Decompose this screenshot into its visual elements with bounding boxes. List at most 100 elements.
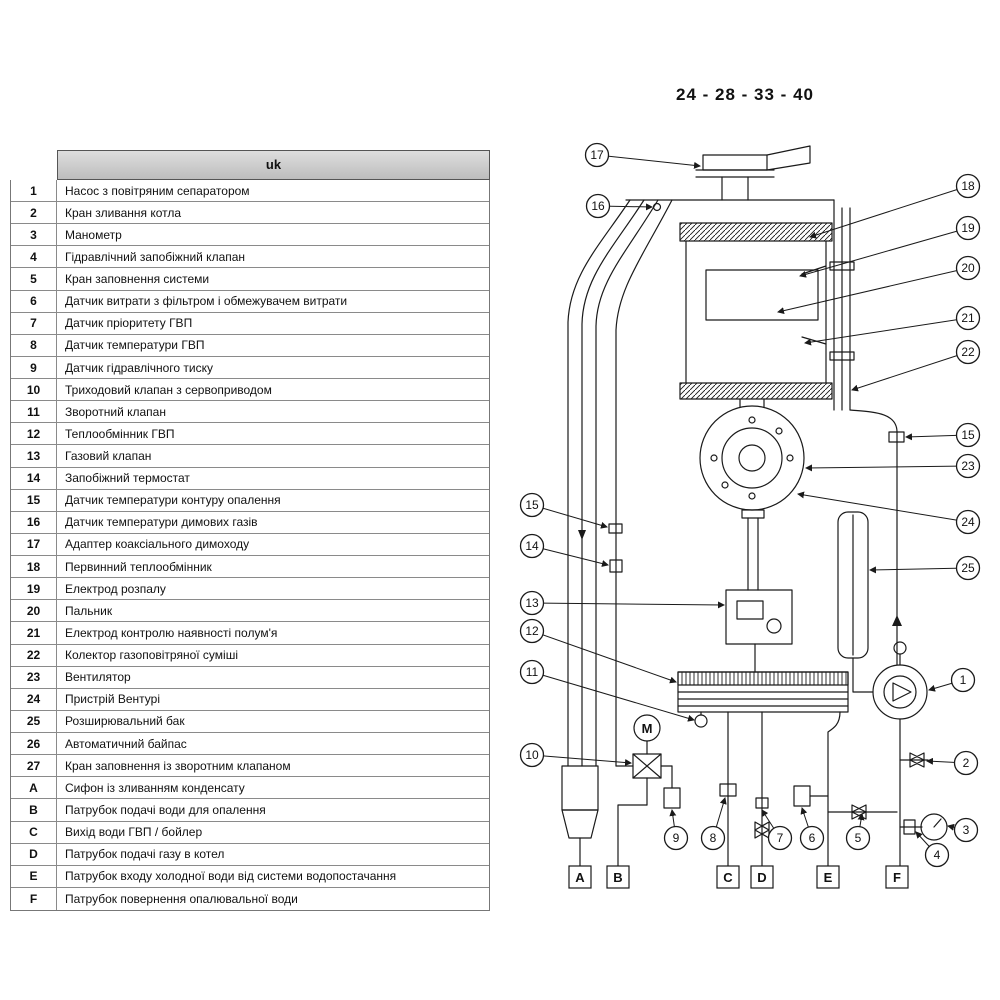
boiler-diagram: 24 - 28 - 33 - 40 [500, 60, 1000, 940]
part-number: 7 [11, 312, 57, 334]
port-B: B [606, 865, 630, 889]
motor-label: M [642, 721, 653, 736]
callout-bubble [584, 142, 610, 168]
callout-number: 21 [961, 311, 975, 325]
part-name: Кран зливання котла [65, 205, 182, 220]
part-number: 21 [11, 622, 57, 644]
callout-bubble [519, 590, 545, 616]
callout-15: 15 [519, 492, 608, 529]
part-number: 5 [11, 268, 57, 290]
part-number: 11 [11, 401, 57, 423]
part-name: Патрубок повернення опалювальної води [65, 891, 298, 906]
part-number: B [11, 799, 57, 821]
boiler-artwork [561, 145, 948, 867]
table-row: B Патрубок подачі води для опалення [11, 799, 489, 822]
callout-14: 14 [519, 533, 609, 567]
burner [705, 269, 819, 321]
flue-adapter [695, 145, 811, 201]
port-letter: E [824, 870, 833, 885]
part-number: 4 [11, 246, 57, 268]
part-name: Розширювальний бак [65, 714, 185, 729]
callout-number: 5 [855, 831, 862, 845]
flame-electrode [801, 336, 827, 345]
part-name: Колектор газоповітряної суміші [65, 648, 238, 663]
part-name: Зворотний клапан [65, 404, 166, 419]
callout-15: 15 [905, 422, 981, 448]
part-name: Датчик гідравлічного тиску [65, 360, 213, 375]
callout-number: 11 [526, 665, 539, 679]
callout-number: 16 [591, 199, 605, 213]
callout-1: 1 [928, 667, 976, 693]
callout-number: 13 [525, 596, 539, 610]
port-A: A [568, 865, 592, 889]
part-number: 23 [11, 666, 57, 688]
callout-21: 21 [804, 305, 981, 346]
hydraulic-pressure-sensor [660, 765, 681, 809]
callout-10: 10 [519, 742, 632, 768]
callout-bubble [519, 659, 545, 685]
part-name: Сифон із зливанням конденсату [65, 780, 245, 795]
callout-number: 4 [934, 848, 941, 862]
callout-23: 23 [805, 453, 981, 479]
callout-bubble [955, 509, 981, 535]
callout-3: 3 [947, 817, 979, 843]
manometer-group [899, 813, 948, 841]
callout-number: 17 [590, 148, 604, 162]
part-number: 10 [11, 379, 57, 401]
part-name: Манометр [65, 227, 122, 242]
callout-bubble [955, 453, 981, 479]
callout-number: 9 [673, 831, 680, 845]
part-name: Датчик пріоритету ГВП [65, 316, 193, 331]
table-row: 4 Гідравлічний запобіжний клапан [11, 246, 489, 269]
part-number: 20 [11, 600, 57, 622]
drain-cock [899, 752, 929, 768]
condensate-siphon [561, 765, 599, 867]
part-name: Датчик витрати з фільтром і обмежувачем … [65, 294, 348, 309]
part-number: 16 [11, 511, 57, 533]
part-number: 1 [11, 180, 57, 202]
part-name: Запобіжний термостат [65, 471, 190, 486]
callout-9: 9 [663, 809, 689, 851]
part-number: 6 [11, 290, 57, 312]
part-name: Гідравлічний запобіжний клапан [65, 249, 246, 264]
part-name: Кран заповнення із зворотним клапаном [65, 758, 291, 773]
callout-24: 24 [797, 491, 981, 535]
part-number: 22 [11, 644, 57, 666]
part-name: Газовий клапан [65, 449, 152, 463]
part-number: 8 [11, 334, 57, 356]
callout-17: 17 [584, 142, 701, 169]
callout-bubble [845, 825, 871, 851]
port-E: E [816, 865, 840, 889]
diagram-title: 24 - 28 - 33 - 40 [676, 85, 814, 104]
callout-20: 20 [777, 255, 981, 315]
table-row: 20 Пальник [11, 600, 489, 623]
callout-bubble [955, 215, 981, 241]
callout-22: 22 [851, 339, 981, 392]
part-name: Пальник [65, 603, 113, 618]
gas-pipe [754, 711, 770, 867]
callout-number: 23 [961, 459, 975, 473]
callout-bubble [955, 339, 981, 365]
part-name: Патрубок подачі води для опалення [65, 802, 266, 817]
callout-number: 25 [961, 561, 975, 575]
primary-heat-exchanger [679, 222, 833, 384]
callout-number: 20 [961, 261, 975, 275]
part-name: Автоматичний байпас [65, 736, 187, 751]
callout-7: 7 [761, 809, 793, 851]
boiler-schematic: M 17161819202122152324251234151413121110… [519, 142, 981, 889]
